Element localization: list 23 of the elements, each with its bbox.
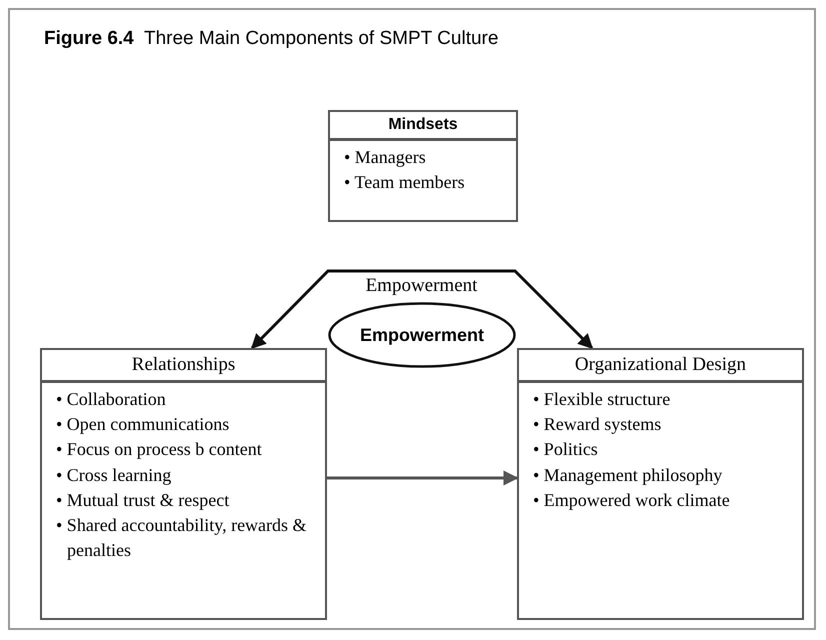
bullet-item: • Managers: [344, 146, 427, 169]
bullet-item: • Cross learning: [56, 464, 172, 487]
box-heading: Relationships: [42, 350, 325, 383]
bullet-item: • Management philosophy: [533, 464, 724, 487]
figure-title: Figure 6.4 Three Main Components of SMPT Culture: [44, 28, 498, 50]
box-heading: Mindsets: [330, 112, 516, 141]
bullet-item: • Open communications: [56, 413, 230, 436]
bullet-item: • Flexible structure: [533, 388, 672, 411]
bullet-item: • Reward systems: [533, 413, 662, 436]
bullet-item: • Collaboration: [56, 388, 167, 411]
bullet-item: • Mutual trust & respect: [56, 488, 230, 512]
bullet-item: • Focus on process b content: [56, 438, 263, 462]
bullet-item: • Politics: [533, 438, 599, 462]
arrow: [250, 270, 594, 350]
box-heading: Organizational Design: [519, 350, 802, 383]
bullet-item: • Shared accountability, rewards & penalties: [56, 514, 308, 562]
component-box: [40, 348, 327, 620]
bullet-item: • Team members: [344, 171, 466, 194]
ellipse-label: Empowerment: [360, 324, 484, 346]
component-box: [328, 110, 518, 222]
arrow: [327, 470, 518, 486]
bullet-item: • Empowered work climate: [533, 488, 731, 512]
component-box: [517, 348, 804, 620]
